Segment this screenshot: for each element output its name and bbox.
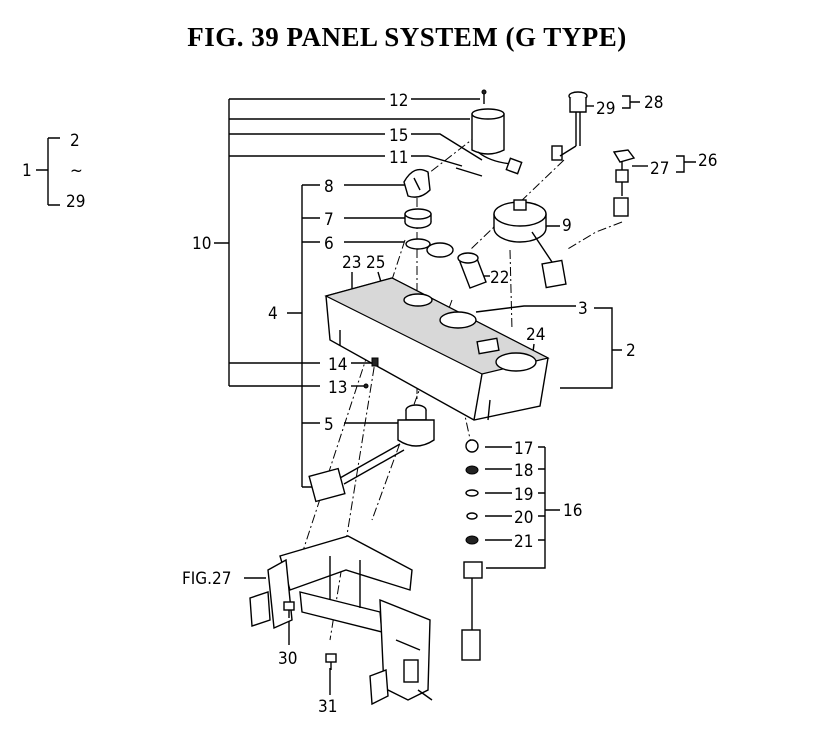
bottom-callouts: FIG.27 30 31 <box>182 569 337 717</box>
part-12-screw <box>481 89 487 104</box>
label-29-top: 29 <box>596 99 615 119</box>
label-5: 5 <box>324 415 334 435</box>
label-3: 3 <box>578 299 588 319</box>
part-7-nut <box>404 208 432 229</box>
part-30-bolt <box>283 601 295 618</box>
label-7: 7 <box>324 210 334 230</box>
label-30: 30 <box>278 649 297 669</box>
label-4: 4 <box>268 304 278 324</box>
label-24: 24 <box>526 325 545 345</box>
legend-from: 2 <box>70 131 80 151</box>
label-23: 23 <box>342 253 361 273</box>
legend-tilde: ~ <box>70 161 83 181</box>
label-6: 6 <box>324 234 334 254</box>
label-12: 12 <box>389 91 408 111</box>
label-11: 11 <box>389 148 408 168</box>
figure-title: FIG. 39 PANEL SYSTEM (G TYPE) <box>187 22 627 52</box>
group-4-bracket: 4 <box>268 184 320 488</box>
label-2: 2 <box>626 341 636 361</box>
label-14: 14 <box>328 355 347 375</box>
label-16: 16 <box>563 501 582 521</box>
right-callouts: 29 28 27 26 9 22 3 2 24 <box>475 93 717 389</box>
label-21: 21 <box>514 532 533 552</box>
part-9-switch <box>493 199 567 289</box>
part-11-wire <box>455 167 483 177</box>
label-22: 22 <box>490 268 509 288</box>
part-16-stack <box>461 439 483 661</box>
label-9: 9 <box>562 216 572 236</box>
part-15-lamp <box>471 108 523 175</box>
label-10: 10 <box>192 234 211 254</box>
label-28: 28 <box>644 93 663 113</box>
label-26: 26 <box>698 151 717 171</box>
label-18: 18 <box>514 461 533 481</box>
group-10-bracket: 10 <box>192 98 470 387</box>
label-27: 27 <box>650 159 669 179</box>
part-5-switch <box>308 404 435 503</box>
part-26-connector <box>612 149 636 217</box>
label-fig27: FIG.27 <box>182 569 231 589</box>
part-6-washer <box>405 238 431 250</box>
left-callouts: 12 15 11 8 7 6 14 13 5 23 25 <box>324 91 483 435</box>
bottom-bracket <box>249 535 433 706</box>
legend-parent: 1 <box>22 161 32 181</box>
label-19: 19 <box>514 485 533 505</box>
part-13-screw <box>363 383 369 389</box>
part-14-bulb <box>371 357 379 367</box>
part-22-socket <box>457 252 487 289</box>
part-28-connector <box>551 91 588 161</box>
label-13: 13 <box>328 378 347 398</box>
part-2-panel <box>324 277 550 421</box>
label-17: 17 <box>514 439 533 459</box>
part-8-knob <box>403 168 431 198</box>
part-6-lens <box>426 242 454 258</box>
legend-to: 29 <box>66 192 85 212</box>
label-31: 31 <box>318 697 337 717</box>
label-15: 15 <box>389 126 408 146</box>
part-31-bolt <box>325 653 337 670</box>
label-25: 25 <box>366 253 385 273</box>
label-8: 8 <box>324 177 334 197</box>
label-20: 20 <box>514 508 533 528</box>
group-16-bracket: 17 18 19 20 21 16 <box>485 439 582 569</box>
assembly-legend: 1 2 ~ 29 <box>22 131 85 212</box>
